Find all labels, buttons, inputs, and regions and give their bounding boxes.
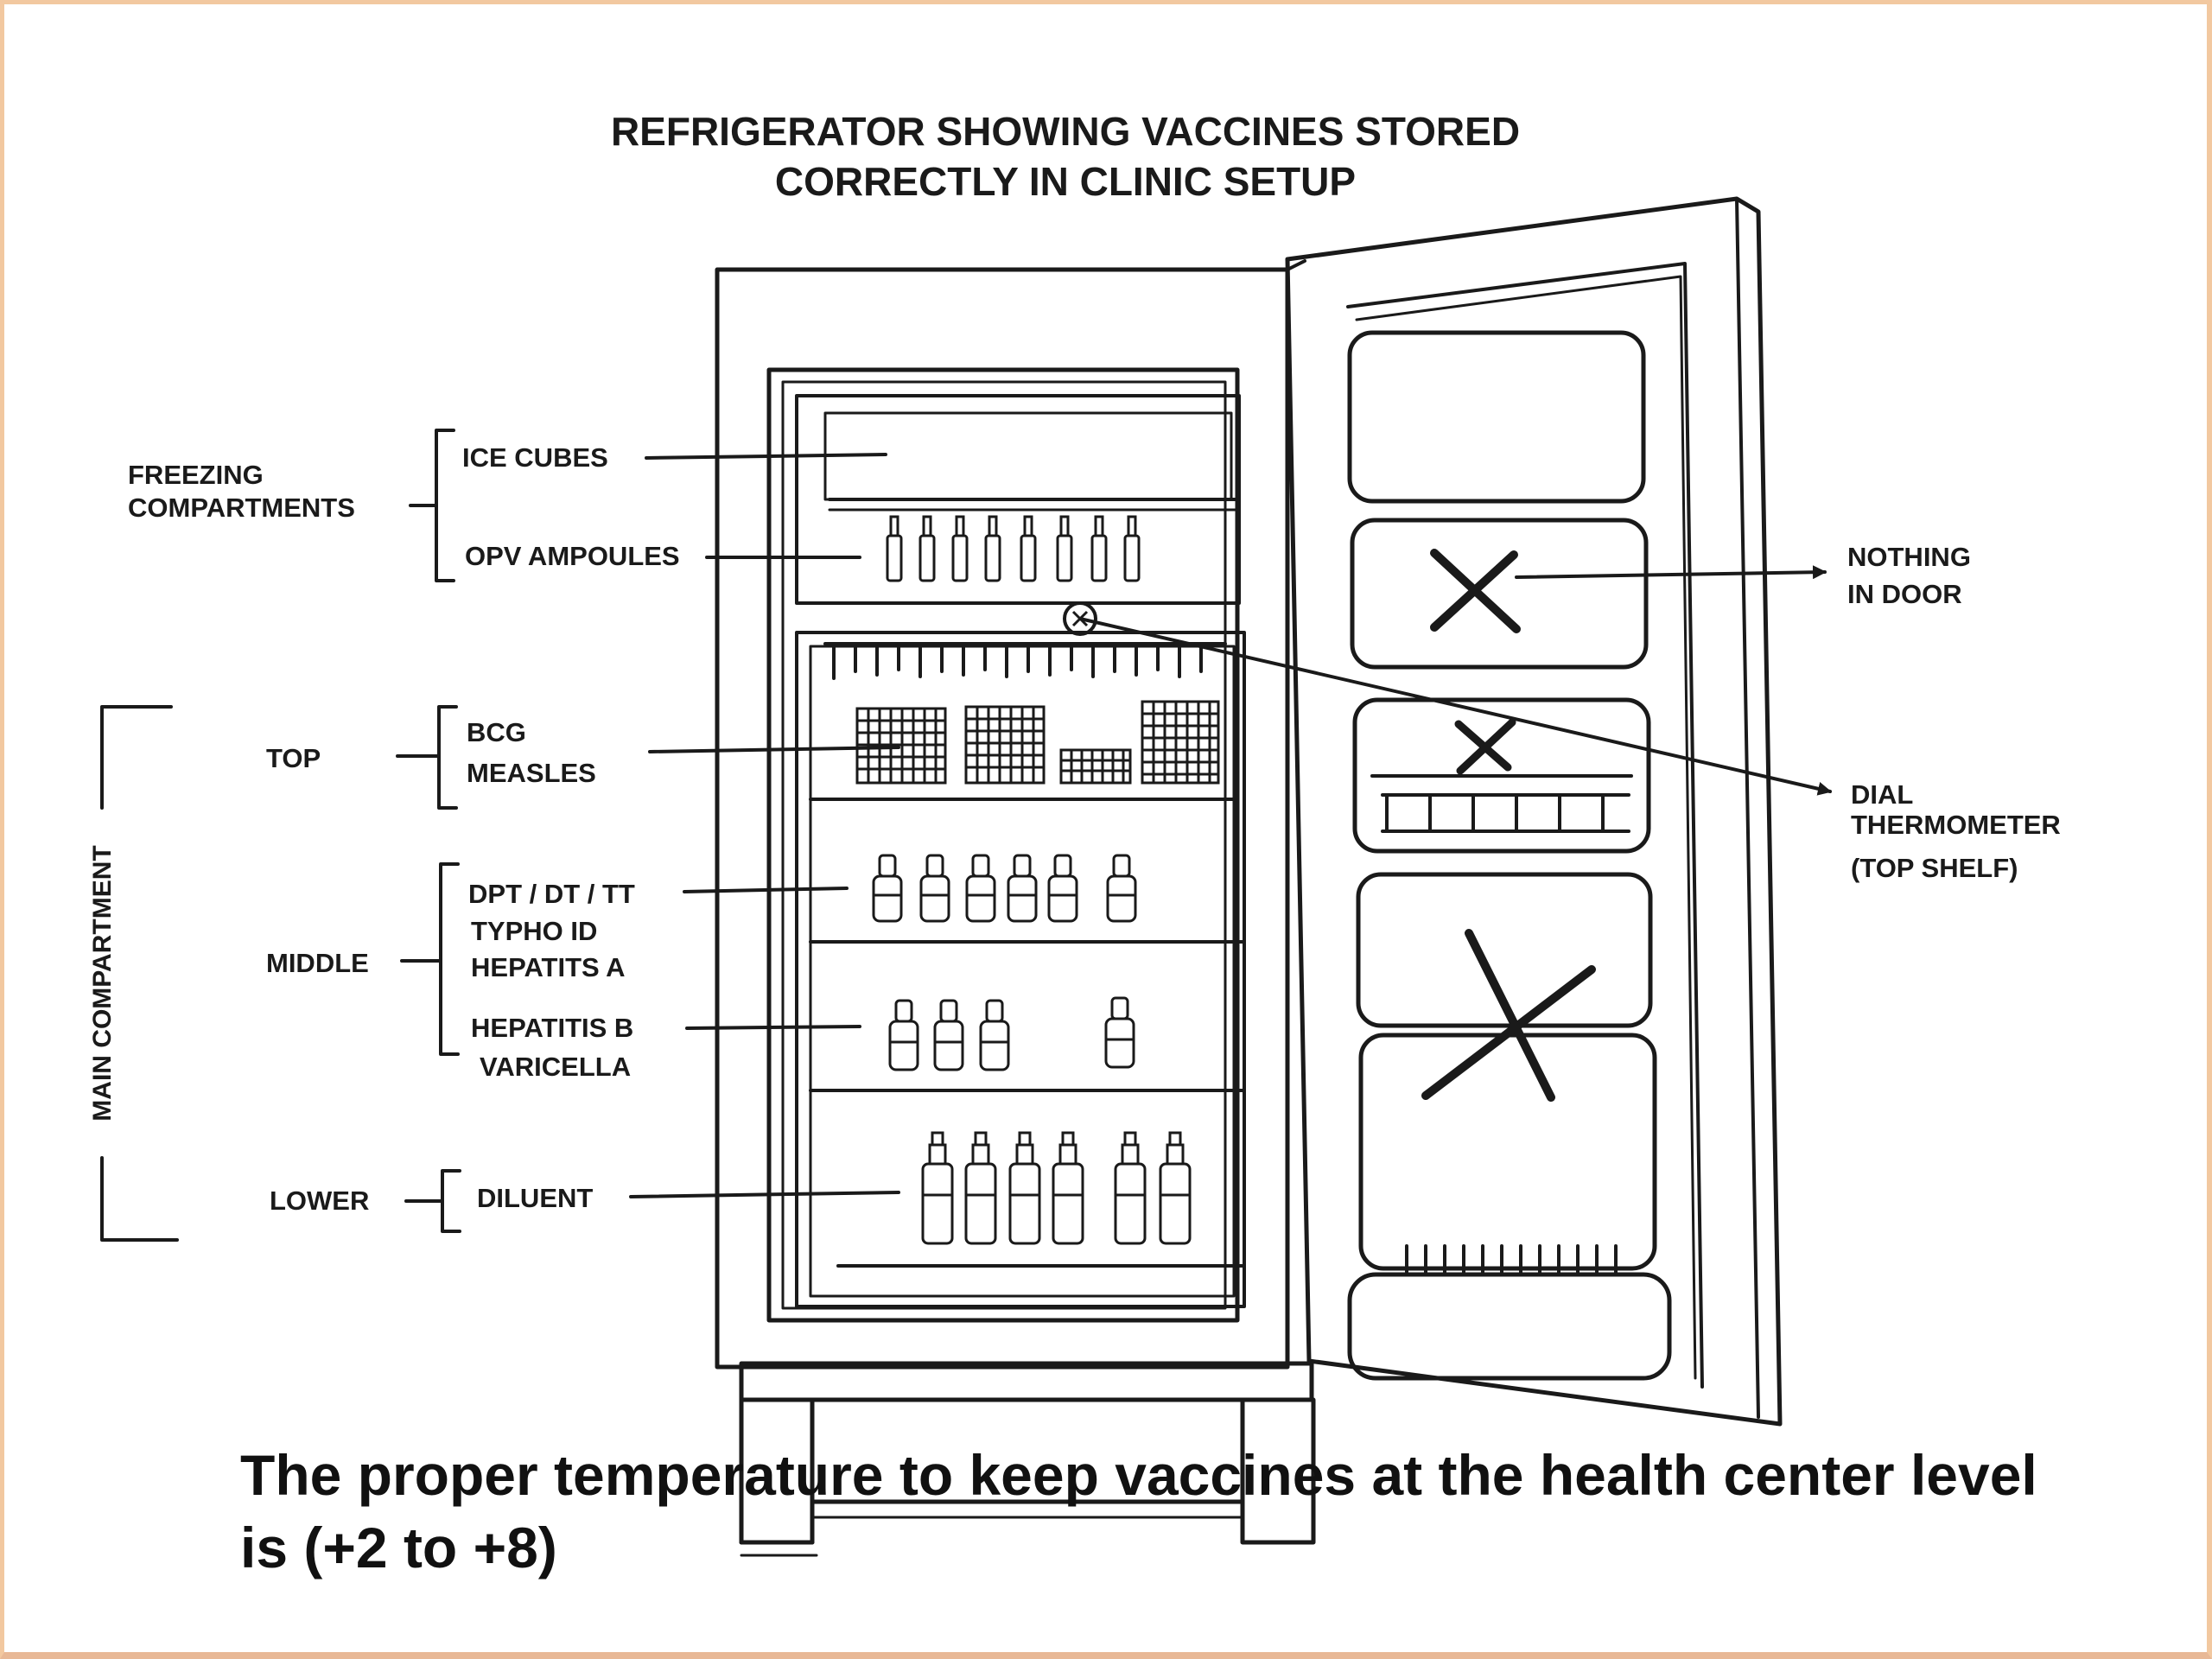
x-mark-icon xyxy=(1454,718,1516,775)
opv-ampoules-label: OPV AMPOULES xyxy=(465,541,680,571)
nothing-in-door-line2: IN DOOR xyxy=(1847,579,1962,609)
diluent-label: DILUENT xyxy=(477,1183,593,1213)
freezing-label-line2: COMPARTMENTS xyxy=(128,493,355,523)
diagram-title-line1: REFRIGERATOR SHOWING VACCINES STORED xyxy=(611,109,1520,154)
main-compartment-bracket xyxy=(100,705,179,1242)
main-compartment-label: MAIN COMPARTMENT xyxy=(88,845,117,1121)
varicella-label: VARICELLA xyxy=(480,1052,631,1082)
diagram-title-line2: CORRECTLY IN CLINIC SETUP xyxy=(775,159,1356,204)
middle-bracket xyxy=(400,862,460,1056)
hepatitis-b-leader xyxy=(685,1025,861,1030)
fridge-body xyxy=(715,259,1316,1557)
fridge-door xyxy=(1285,196,1783,1427)
fridge-base xyxy=(739,1361,1316,1557)
dpt-label: DPT / DT / TT xyxy=(468,879,635,909)
diluent-leader xyxy=(629,1191,900,1198)
opv-ampoules-icon xyxy=(886,515,1141,582)
door-bin-6 xyxy=(1347,1272,1672,1381)
freezing-label-line1: FREEZING xyxy=(128,460,264,490)
hepb-vials-icon xyxy=(888,996,1135,1071)
dpt-leader xyxy=(683,887,849,893)
main-compartment xyxy=(795,631,1246,1308)
freezer-compartment xyxy=(795,394,1241,605)
ice-cubes-label: ICE CUBES xyxy=(462,442,608,473)
hepatitis-a-label: HEPATITS A xyxy=(471,952,626,982)
bcg-measles-boxes-icon xyxy=(855,700,1220,785)
top-bracket xyxy=(396,705,458,810)
door-bin-2 xyxy=(1350,518,1649,670)
dpt-vials-icon xyxy=(872,854,1137,923)
x-mark-icon xyxy=(1421,929,1596,1102)
door-bin-5 xyxy=(1358,1033,1657,1271)
door-bin-3 xyxy=(1352,697,1651,854)
dial-thermometer-line3: (TOP SHELF) xyxy=(1851,853,2018,883)
lower-bracket xyxy=(404,1169,461,1233)
hepatitis-b-label: HEPATITIS B xyxy=(471,1013,633,1043)
door-bin-4 xyxy=(1356,872,1653,1028)
typhoid-label: TYPHO ID xyxy=(471,916,597,946)
temperature-caption: The proper temperature to keep vaccines … xyxy=(240,1443,2037,1580)
ice-cubes-leader xyxy=(645,453,887,460)
lower-label: LOWER xyxy=(270,1185,369,1216)
bcg-measles-leader xyxy=(648,746,900,753)
bcg-label: BCG xyxy=(467,717,526,747)
dial-thermometer-line1: DIAL xyxy=(1851,779,1913,810)
nothing-in-door-line1: NOTHING xyxy=(1847,542,1971,572)
top-label: TOP xyxy=(266,743,321,773)
dial-thermometer-arrow xyxy=(1078,617,1832,796)
freezing-bracket xyxy=(409,429,455,582)
measles-label: MEASLES xyxy=(467,758,596,788)
nothing-in-door-arrow xyxy=(1515,565,1827,580)
dial-thermometer-line2: THERMOMETER xyxy=(1851,810,2061,840)
diluent-bottles-icon xyxy=(921,1131,1192,1245)
x-mark-icon xyxy=(1430,549,1521,633)
door-bin-1 xyxy=(1347,330,1646,504)
middle-label: MIDDLE xyxy=(266,948,369,978)
